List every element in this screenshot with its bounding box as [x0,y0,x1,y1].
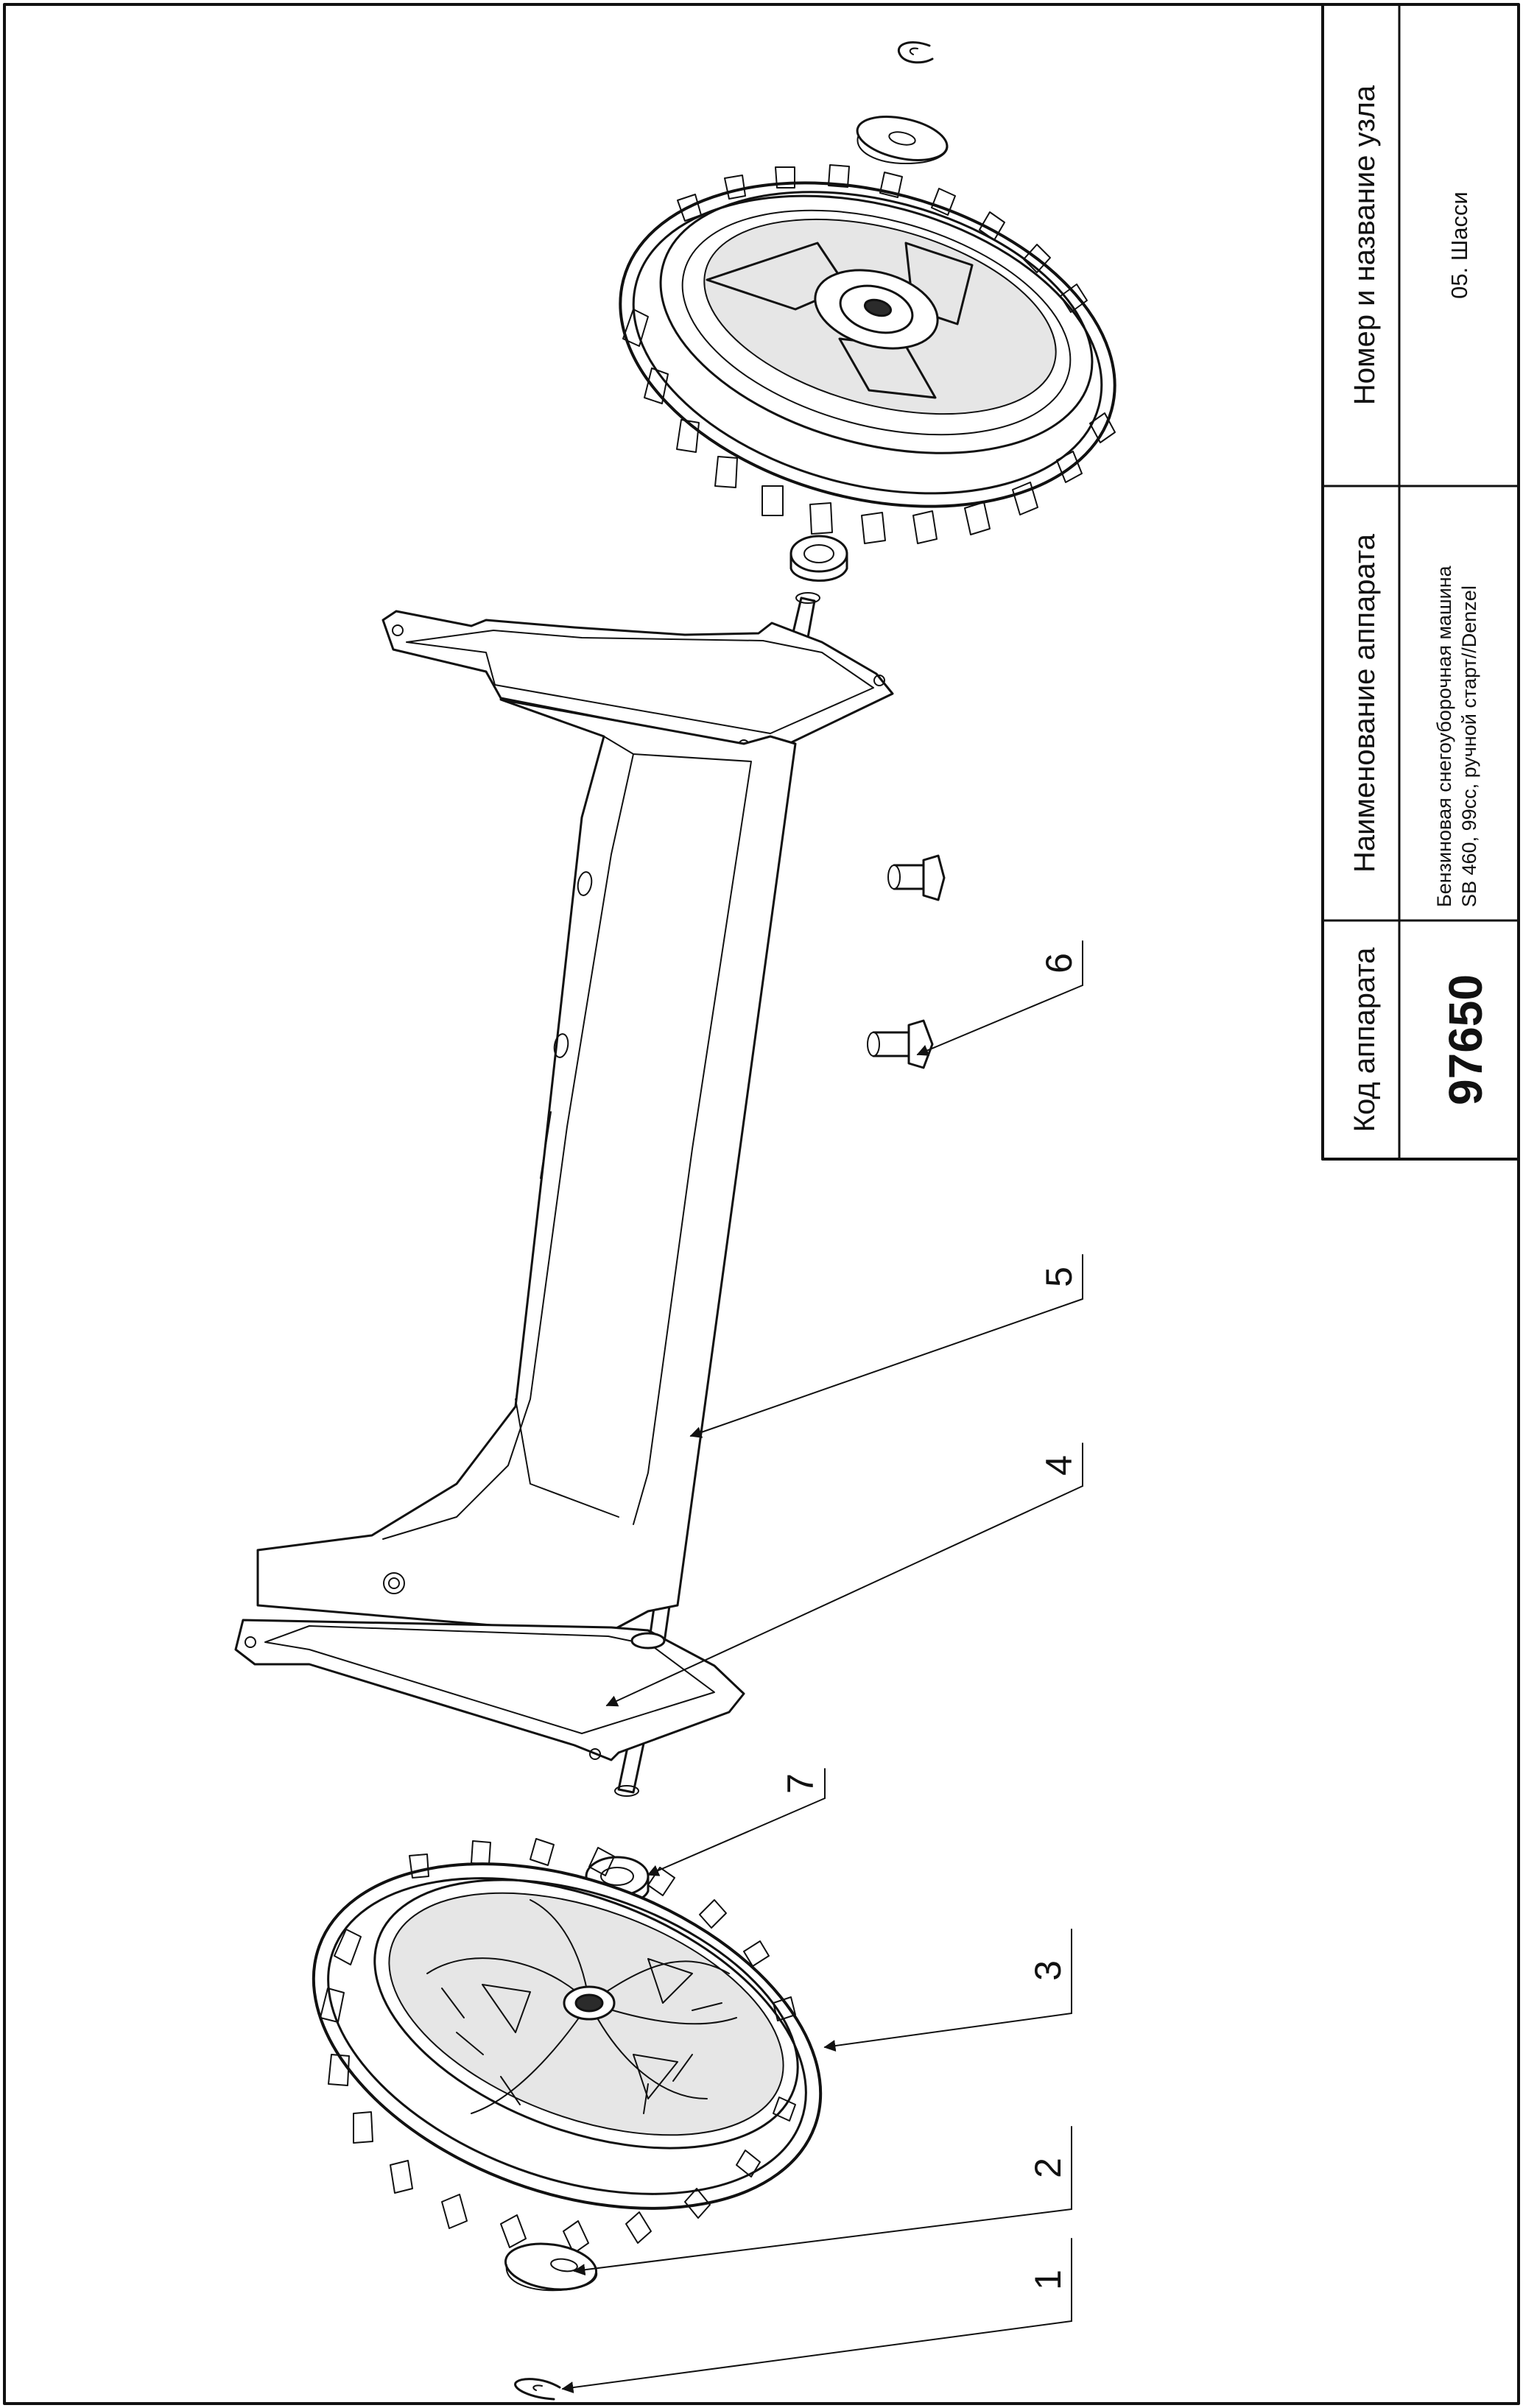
callout-5: 5 [689,1254,1083,1438]
shoulder-bolt-lower [867,1019,934,1069]
code-header: Код аппарата [1348,947,1381,1132]
device-header: Наименование аппарата [1348,533,1381,873]
callout-3-label: 3 [1027,1960,1069,1981]
frame-beam [256,698,797,1636]
sheet-border [3,3,1520,2405]
callout-1-label: 1 [1027,2270,1069,2290]
callout-1: 1 [561,2238,1072,2394]
callout-2: 2 [573,2126,1072,2276]
callout-2-label: 2 [1027,2158,1069,2178]
device-line1: Бензиновая снегоуборочная машина [1433,565,1455,907]
callout-6: 6 [916,940,1083,1056]
title-block: Код аппарата 97650 Наименование аппарата… [1321,3,1520,1161]
callout-6-label: 6 [1038,953,1080,974]
frame-bottom-plate [234,1619,745,1761]
shoulder-bolt-upper [887,854,946,901]
unit-value: 05. Шасси [1446,191,1472,299]
washer-top [856,116,949,164]
washer-bottom [504,2242,598,2292]
callout-7-label: 7 [780,1773,821,1794]
e-clip-bottom [514,2378,561,2401]
wheel-bottom [312,1838,823,2254]
code-value: 97650 [1439,974,1492,1105]
callout-4: 4 [605,1443,1083,1707]
bushing-top [789,535,848,582]
callout-4-label: 4 [1038,1455,1080,1476]
callout-7: 7 [647,1768,826,1876]
e-clip-top [897,41,934,64]
frame [234,610,894,1761]
callout-5-label: 5 [1038,1267,1080,1287]
unit-header: Номер и название узла [1348,85,1381,405]
device-line2: SB 460, 99cc, ручной старт//Denzel [1458,585,1480,907]
callout-3: 3 [823,1929,1072,2052]
wheel-top [619,164,1116,544]
frame-top-plate [381,610,894,753]
